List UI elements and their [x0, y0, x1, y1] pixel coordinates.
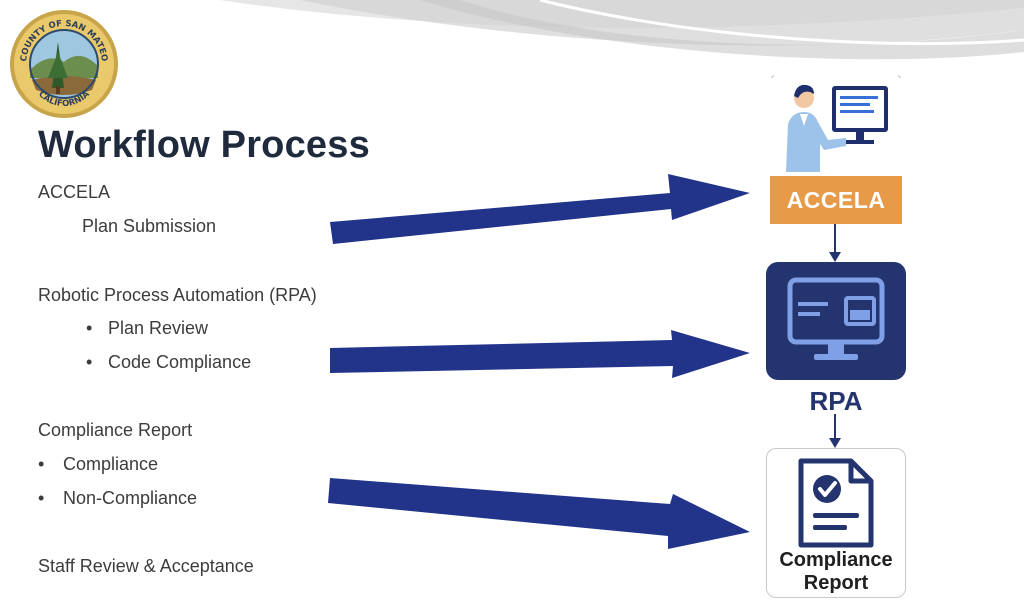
arrow-to-rpa: [330, 330, 750, 378]
connector-line: [834, 414, 836, 442]
accela-label: ACCELA: [786, 186, 886, 213]
section-heading-staff: Staff Review & Acceptance: [38, 556, 254, 576]
bullet-icon: •: [38, 488, 45, 508]
arrowhead-icon: [829, 252, 841, 262]
rpa-box: [766, 262, 906, 380]
compliance-report-box: Compliance Report: [766, 448, 906, 598]
list-item: Plan Review: [108, 318, 209, 338]
arrowhead-icon: [829, 438, 841, 448]
list-item: Plan Submission: [82, 216, 217, 236]
header-swoosh: [220, 0, 1024, 60]
report-label-line2: Report: [803, 572, 869, 594]
arrow-to-accela: [330, 174, 750, 244]
list-item: Code Compliance: [108, 352, 252, 372]
person-at-computer-icon: [771, 75, 901, 172]
connector-line: [834, 224, 836, 258]
bullet-icon: •: [86, 318, 93, 338]
section-heading-accela: ACCELA: [38, 182, 111, 202]
arrow-to-report: [328, 478, 750, 549]
report-label-line1: Compliance: [779, 549, 893, 571]
county-seal-logo: COUNTY OF SAN MATEO CALIFORNIA: [10, 10, 118, 118]
monitor-icon: [787, 277, 885, 360]
bullet-icon: •: [38, 454, 45, 474]
section-heading-report: Compliance Report: [38, 420, 193, 440]
list-item: Non-Compliance: [63, 488, 198, 508]
accela-box: ACCELA: [770, 176, 902, 224]
document-check-icon: [798, 458, 874, 548]
bullet-icon: •: [86, 352, 93, 372]
list-item: Compliance: [63, 454, 159, 474]
rpa-label: RPA: [809, 386, 863, 416]
section-heading-rpa: Robotic Process Automation (RPA): [38, 285, 317, 305]
page-title: Workflow Process: [38, 124, 370, 166]
